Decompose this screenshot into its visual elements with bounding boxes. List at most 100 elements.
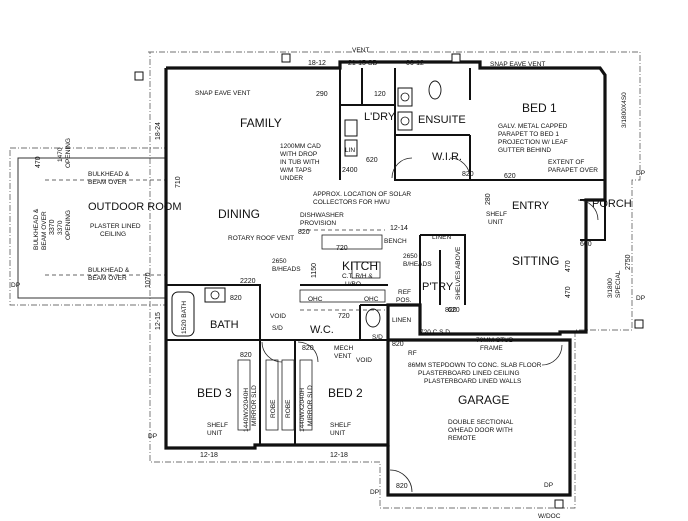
note-shelf-unit-bed2: SHELF UNIT — [330, 422, 351, 437]
dim-820: 820 — [298, 229, 310, 236]
svg-text:2650: 2650 — [272, 258, 287, 265]
note-plaster-ceiling: PLASTER LINED CEILING — [90, 223, 141, 238]
note-cad: 1200MM CAD WITH DROP IN TUB WITH W/M TAP… — [280, 143, 321, 182]
room-ptry: P'TRY — [422, 281, 454, 293]
room-ensuite: ENSUITE — [418, 114, 466, 126]
svg-text:EXTENT OF: EXTENT OF — [548, 159, 584, 166]
note-solar: APPROX. LOCATION OF SOLAR COLLECTORS FOR… — [313, 191, 411, 206]
door-swings — [261, 157, 599, 493]
note-stepdown: 86MM STEPDOWN TO CONC. SLAB FLOOR PLASTE… — [408, 362, 542, 385]
dim-120: 120 — [374, 91, 386, 98]
note-snap-eave-vent: SNAP EAVE VENT — [195, 90, 250, 97]
vent-boxes — [134, 53, 644, 509]
svg-text:APPROX. LOCATION OF SOLAR: APPROX. LOCATION OF SOLAR — [313, 191, 411, 198]
dim-720: 720 — [338, 313, 350, 320]
svg-text:MIRROR SLD: MIRROR SLD — [307, 385, 314, 426]
dim-top-b: 21-15 SD — [348, 60, 378, 67]
svg-text:GALV. METAL CAPPED: GALV. METAL CAPPED — [498, 123, 568, 130]
dim-620: 620 — [448, 307, 460, 314]
dim-2400: 2400 — [342, 167, 358, 174]
room-ldry: L'DRY — [364, 111, 396, 123]
svg-text:OPENING: OPENING — [65, 210, 72, 240]
svg-text:70MM STUD: 70MM STUD — [476, 337, 514, 344]
svg-text:BULKHEAD &: BULKHEAD & — [88, 267, 130, 274]
note-dishwasher: DISHWASHER PROVISION — [300, 212, 344, 227]
note-snap-eave-vent: SNAP EAVE VENT — [490, 61, 545, 68]
dim-820: 820 — [445, 307, 457, 314]
external-walls — [164, 60, 607, 497]
dim-710: 710 — [175, 176, 182, 188]
note-bulkhead-top: BULKHEAD & BEAM OVER — [88, 171, 130, 186]
room-bed1: BED 1 — [522, 101, 557, 115]
svg-text:PLASTER LINED: PLASTER LINED — [90, 223, 141, 230]
svg-text:GUTTER BEHIND: GUTTER BEHIND — [498, 147, 551, 154]
svg-text:SPECIAL: SPECIAL — [615, 270, 622, 298]
dim-620: 620 — [366, 157, 378, 164]
dim-top-c: 06-12 — [406, 60, 424, 67]
note-dp: DP — [370, 489, 379, 496]
note-bulkhead-side: BULKHEAD & BEAM OVER — [33, 208, 48, 250]
note-linen: LINEN — [432, 234, 451, 241]
svg-text:BULKHEAD &: BULKHEAD & — [33, 208, 40, 250]
dim-820: 820 — [462, 171, 474, 178]
note-dp: DP — [636, 295, 645, 302]
dim-3370: 3370 — [49, 219, 56, 235]
svg-text:SHELF: SHELF — [330, 422, 351, 429]
dim-1218: 12-18 — [200, 452, 218, 459]
note-parapet: GALV. METAL CAPPED PARAPET TO BED 1 PROJ… — [498, 123, 568, 154]
svg-text:BEAM OVER: BEAM OVER — [88, 179, 127, 186]
note-void: VOID — [356, 357, 372, 364]
note-extent-parapet: EXTENT OF PARAPET OVER — [548, 159, 598, 174]
room-sitting: SITTING — [512, 254, 559, 268]
svg-text:PARAPET OVER: PARAPET OVER — [548, 167, 598, 174]
note-robe: ROBE — [285, 399, 292, 418]
svg-text:3/1800: 3/1800 — [607, 278, 614, 298]
dim-1070: 1070 — [145, 272, 152, 288]
svg-text:IN TUB WITH: IN TUB WITH — [280, 159, 320, 166]
svg-text:O/HEAD DOOR WITH: O/HEAD DOOR WITH — [448, 427, 513, 434]
svg-text:DOUBLE SECTIONAL: DOUBLE SECTIONAL — [448, 419, 514, 426]
svg-text:2650: 2650 — [403, 253, 418, 260]
svg-text:OPENING: OPENING — [65, 138, 72, 168]
room-family: FAMILY — [240, 116, 282, 130]
dim-820: 820 — [240, 352, 252, 359]
dim-470: 470 — [565, 260, 572, 272]
note-dp: DP — [11, 282, 20, 289]
note-stud-frame: 70MM STUD FRAME — [476, 337, 514, 352]
dim-620: 620 — [504, 173, 516, 180]
bath-fixtures — [171, 80, 442, 337]
room-outdoor: OUTDOOR ROOM — [88, 201, 182, 213]
svg-text:UNDER: UNDER — [280, 175, 303, 182]
svg-text:VENT: VENT — [334, 353, 351, 360]
note-sill-spec-b: 3/1800 SPECIAL — [607, 270, 622, 298]
dim-2220: 2220 — [240, 278, 256, 285]
dim-720: 720 — [336, 245, 348, 252]
svg-text:B/HEADS: B/HEADS — [403, 261, 432, 268]
svg-text:1440WX2040H: 1440WX2040H — [243, 388, 250, 432]
svg-text:FRAME: FRAME — [480, 345, 503, 352]
svg-text:1200MM CAD: 1200MM CAD — [280, 143, 321, 150]
dim-820: 820 — [302, 345, 314, 352]
svg-text:SHELF: SHELF — [486, 211, 507, 218]
note-mech-vent: MECH VENT — [334, 345, 353, 360]
svg-text:1440WX2040H: 1440WX2040H — [299, 388, 306, 432]
note-dp: DP — [544, 482, 553, 489]
note-sd: S/D — [372, 334, 383, 341]
note-ref-pos: REF POS. — [396, 289, 412, 304]
note-bheads-right: 2650 B/HEADS — [403, 253, 432, 268]
room-kitch: KITCH — [342, 259, 378, 273]
svg-text:B/HEADS: B/HEADS — [272, 266, 301, 273]
svg-text:1470: 1470 — [57, 147, 64, 162]
svg-text:WITH DROP: WITH DROP — [280, 151, 317, 158]
room-garage: GARAGE — [458, 393, 509, 407]
svg-text:PLASTERBOARD LINED WALLS: PLASTERBOARD LINED WALLS — [424, 378, 522, 385]
svg-text:PROJECTION W/ LEAF: PROJECTION W/ LEAF — [498, 139, 568, 146]
svg-text:BEAM OVER: BEAM OVER — [88, 275, 127, 282]
dim-top-a: 18-12 — [308, 60, 326, 67]
note-csd: 720 C.S.D. — [420, 329, 452, 336]
dim-290: 290 — [316, 91, 328, 98]
note-wdoc: W/DOC — [538, 513, 561, 520]
svg-text:DISHWASHER: DISHWASHER — [300, 212, 344, 219]
room-wir: W.I.R. — [432, 151, 462, 163]
svg-text:BEAM OVER: BEAM OVER — [41, 211, 48, 250]
